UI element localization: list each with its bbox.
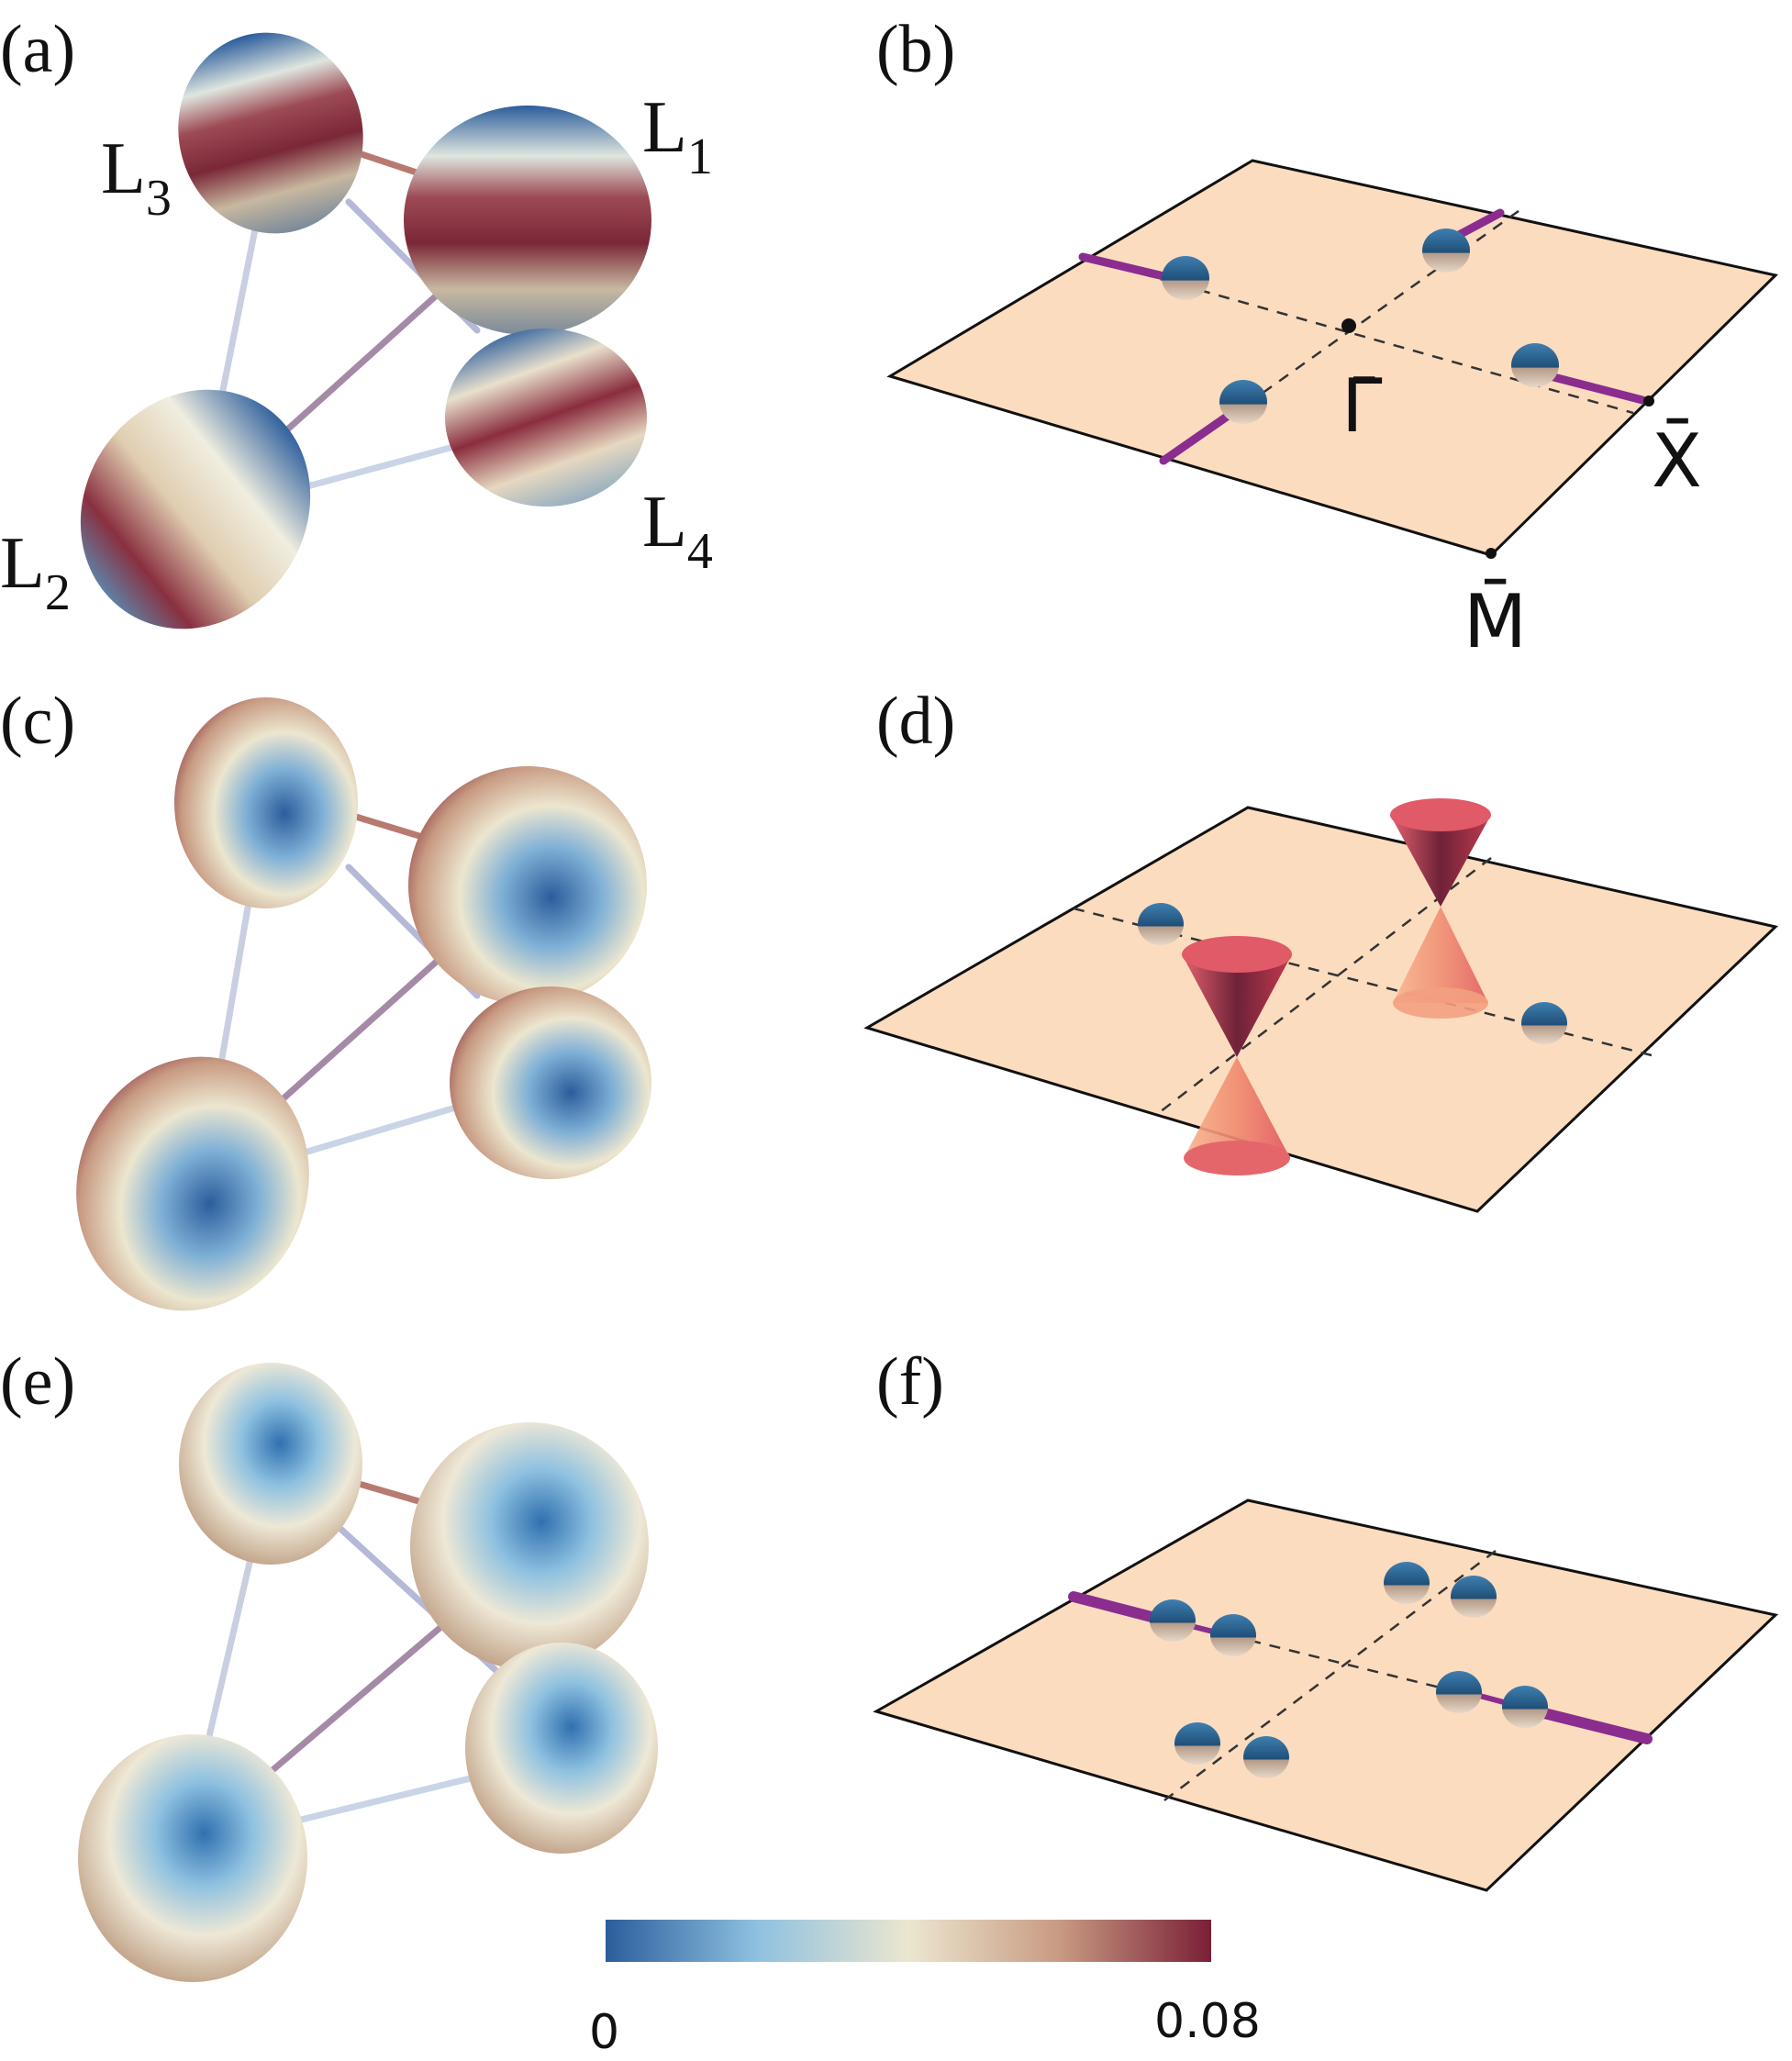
valley-l1-sphere (408, 766, 647, 1005)
kpoint-gamma-label: Γ̄ (1341, 363, 1383, 449)
valley-label-l3: L3 (101, 128, 172, 227)
dashed-axis (1160, 1550, 1497, 1804)
valley-l3-sphere (174, 697, 358, 908)
pockets-b (1162, 228, 1559, 424)
m-point-dot (1486, 548, 1497, 559)
cone-lower-base (1184, 1141, 1290, 1175)
panel-label-f: (f) (876, 1344, 944, 1420)
electron-pocket (1210, 1614, 1256, 1656)
valley-l1-sphere (410, 1422, 649, 1670)
valley-l4-sphere (465, 1643, 658, 1854)
kpoint-m-label: M̄ (1464, 578, 1527, 664)
surface-plane (886, 159, 1779, 557)
electron-pocket (1384, 1562, 1430, 1604)
colorbar-min-label: 0 (589, 2005, 619, 2060)
bond (290, 1772, 485, 1825)
bond (217, 877, 256, 1073)
bond (203, 1547, 256, 1752)
valley-l3-sphere (178, 32, 363, 234)
dashed-axis (1155, 857, 1492, 1116)
dashed-axis (1082, 255, 1634, 415)
valley-l1-sphere (404, 106, 651, 335)
surface-bz-b (886, 159, 1779, 559)
electron-pocket (1162, 256, 1209, 300)
panel-label-b: (b) (876, 12, 955, 87)
electron-pocket (1243, 1736, 1289, 1778)
valley-cluster-c (76, 697, 651, 1311)
surface-plane (863, 806, 1779, 1213)
arc-line (1531, 1706, 1653, 1744)
valley-cluster-e (78, 1363, 658, 1982)
cone-upper (1390, 815, 1491, 907)
valley-label-l4: L4 (642, 482, 713, 580)
cone-upper-rim (1390, 798, 1491, 831)
panel-label-d: (d) (876, 684, 955, 759)
bond (262, 1616, 453, 1779)
electron-pocket (1219, 380, 1267, 424)
electron-pocket (1436, 1671, 1482, 1713)
panel-label-a: (a) (0, 12, 75, 87)
electron-pocket (1422, 228, 1470, 273)
valley-label-l1: L1 (642, 87, 713, 185)
colorbar-gradient (606, 1920, 1211, 1962)
bond (304, 1097, 481, 1155)
pockets-f (1150, 1562, 1548, 1778)
surface-bz-d (863, 798, 1779, 1213)
valley-l2-sphere (76, 1056, 309, 1311)
colorbar-max-label: 0.08 (1154, 1994, 1261, 2049)
valley-cluster-a (80, 32, 651, 629)
electron-pocket (1138, 903, 1184, 945)
valley-label-l2: L2 (0, 523, 71, 621)
cone-lower-base (1393, 987, 1488, 1019)
electron-pocket (1150, 1599, 1196, 1642)
bond (272, 946, 453, 1109)
gamma-point-dot (1341, 318, 1356, 333)
surface-plane (873, 1498, 1779, 1892)
panel-label-c: (c) (0, 684, 75, 759)
electron-pocket (1451, 1576, 1497, 1618)
bond (272, 272, 462, 444)
cone-lower (1393, 907, 1488, 1003)
colorbar: 0 0.08 (589, 1920, 1261, 2060)
x-point-dot (1643, 395, 1654, 407)
electron-pocket (1502, 1686, 1548, 1728)
valley-l2-sphere (80, 389, 311, 629)
surface-bz-f (873, 1498, 1779, 1892)
cone-lower (1184, 1057, 1290, 1158)
panel-label-e: (e) (0, 1344, 75, 1420)
bond (304, 437, 481, 490)
electron-pocket (1521, 1002, 1567, 1044)
valley-l4-sphere (450, 986, 651, 1179)
arc-line (1068, 1591, 1171, 1626)
valley-l2-sphere (78, 1734, 307, 1982)
dirac-cone (1182, 936, 1292, 1175)
kpoint-x-label: X̄ (1652, 418, 1702, 504)
valley-l3-sphere (179, 1363, 362, 1565)
valley-l4-sphere (445, 329, 647, 507)
electron-pocket (1174, 1722, 1220, 1765)
dirac-cone (1390, 798, 1491, 1019)
bond (217, 217, 261, 407)
cone-upper-rim (1182, 936, 1292, 973)
cone-upper (1182, 954, 1292, 1057)
electron-pocket (1511, 343, 1559, 387)
